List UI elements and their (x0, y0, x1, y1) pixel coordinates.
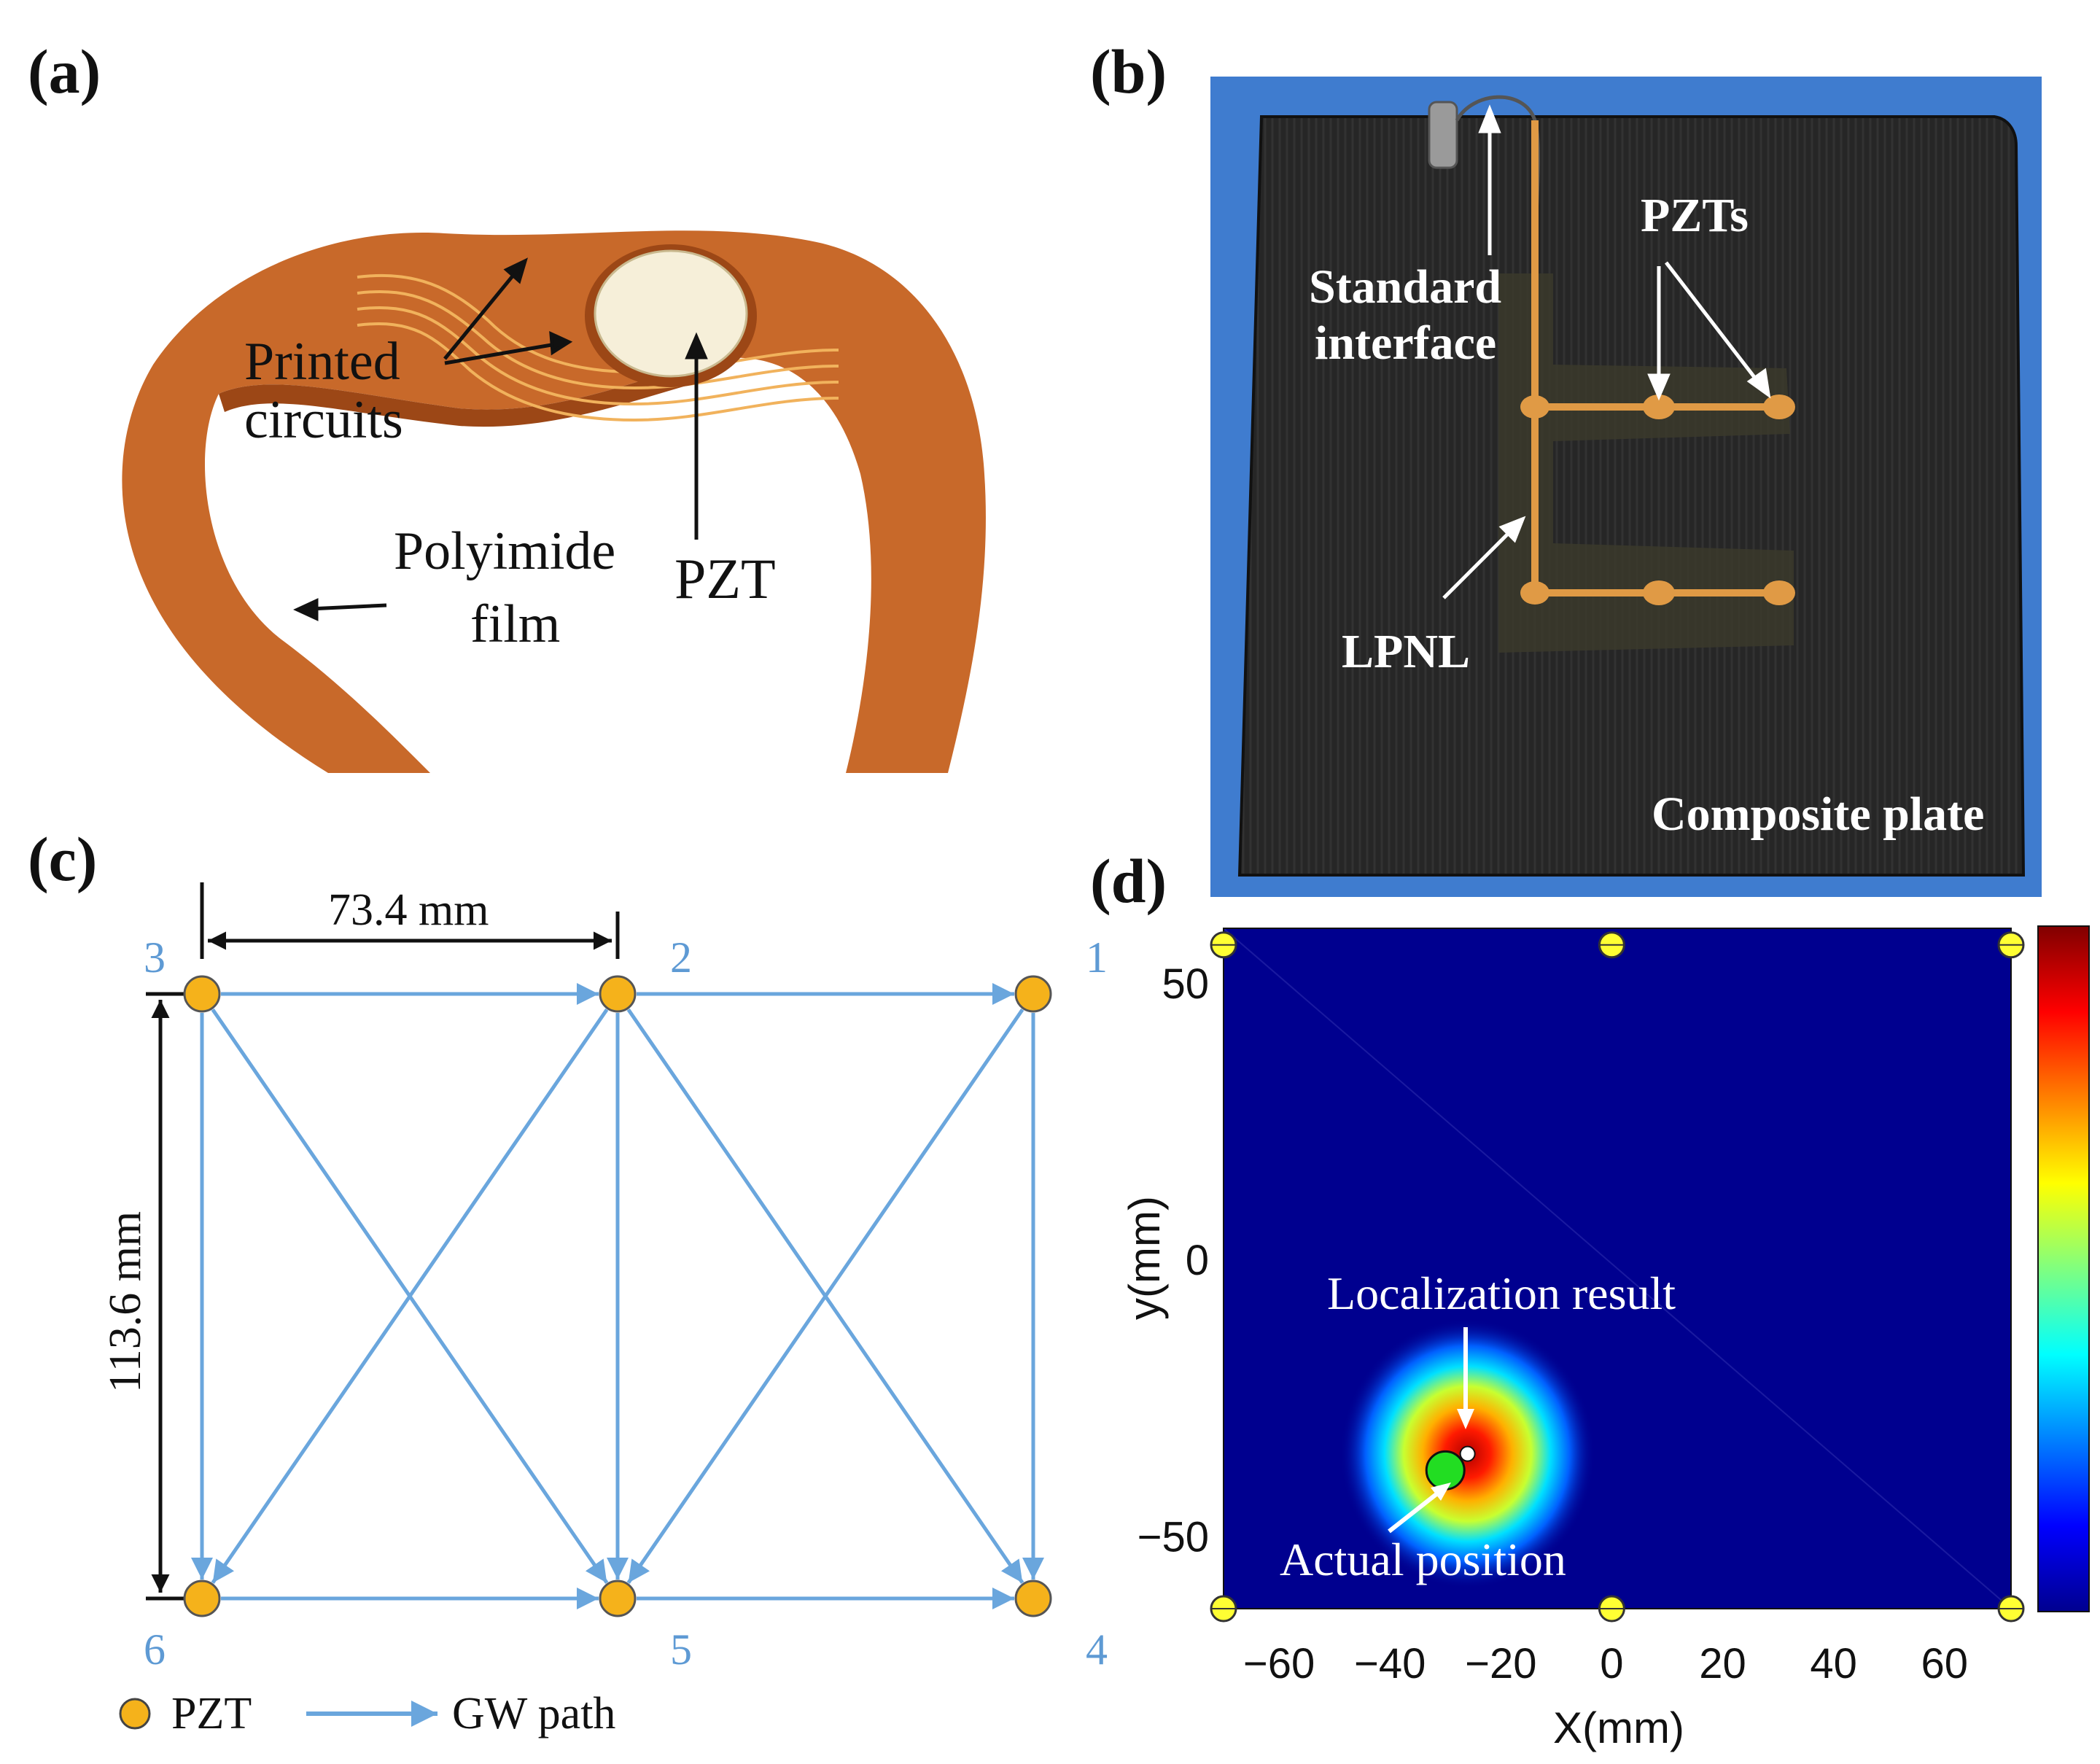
label-composite: Composite plate (1652, 788, 1984, 841)
pzt-disc (594, 249, 748, 378)
x-tick-label: 60 (1921, 1640, 1968, 1687)
legend-c: PZT GW path (119, 1689, 615, 1738)
label-film: film (470, 594, 560, 654)
polyimide-film (122, 230, 986, 773)
film-inner-edge (219, 365, 696, 427)
pzt-node-label-4: 4 (1086, 1625, 1108, 1674)
colorbar (2037, 925, 2090, 1612)
y-ticks: 50 0 −50 (1138, 960, 1209, 1561)
pzt-node-label-6: 6 (144, 1625, 166, 1674)
gw-paths (191, 983, 1044, 1609)
sensor-markers (1210, 931, 2025, 1623)
gw-path-1-5 (626, 1009, 1024, 1584)
connector-body (1428, 101, 1458, 169)
label-localization-result: Localization result (1327, 1267, 1676, 1319)
label-printed: Printed (244, 332, 400, 392)
label-pzt-a: PZT (674, 547, 776, 610)
legend-pzt-marker (119, 1698, 151, 1730)
arrowhead-actual (1431, 1483, 1451, 1501)
label-lpnl: LPNL (1342, 625, 1470, 678)
label-circuits: circuits (244, 390, 403, 450)
composite-plate (1237, 115, 2026, 877)
x-tick-label: −60 (1243, 1640, 1315, 1687)
arrow-actual (1388, 1489, 1442, 1534)
gw-path-2-6 (211, 1009, 609, 1584)
x-tick-label: 20 (1699, 1640, 1746, 1687)
localization-result-marker (1459, 1445, 1476, 1462)
y-tick-label: −50 (1138, 1513, 1209, 1561)
pzt-node-2 (599, 975, 637, 1013)
x-ticks: −60 −40 −20 0 20 40 60 (1243, 1640, 1968, 1687)
panel-d-heatmap: −60 −40 −20 0 20 40 60 50 0 −50 Localization res… (1120, 925, 2090, 1752)
label-polyimide: Polyimide (394, 521, 615, 581)
y-tick-label: 0 (1186, 1237, 1209, 1284)
x-axis-label: X(mm) (1553, 1703, 1684, 1752)
panel-label-c: (c) (28, 824, 98, 894)
pzt-node-5 (599, 1580, 637, 1617)
panel-label-d: (d) (1090, 846, 1167, 916)
pzt-nodes-b (1520, 395, 1795, 605)
x-tick-label: 40 (1810, 1640, 1857, 1687)
actual-position-marker (1425, 1450, 1466, 1491)
arrowhead-localization (1457, 1409, 1474, 1429)
heatmap-diagonal-artifact (1224, 928, 2011, 1609)
pzt-nodes: 1 2 3 4 5 6 (144, 933, 1108, 1674)
panel-label-a: (a) (28, 36, 101, 106)
pzt-node-4 (1014, 1580, 1052, 1617)
dimension-horizontal (200, 882, 620, 959)
panel-label-b: (b) (1090, 36, 1167, 106)
panel-a-arrows (293, 257, 708, 621)
x-tick-label: −40 (1354, 1640, 1426, 1687)
dimension-horizontal-label: 73.4 mm (328, 885, 489, 935)
pzt-node-3 (183, 975, 221, 1013)
pzt-node-label-2: 2 (670, 933, 692, 982)
pzt-node-label-3: 3 (144, 933, 166, 982)
label-standard: Standard (1309, 260, 1501, 314)
legend-path-label: GW path (452, 1689, 615, 1738)
printed-circuit-traces (357, 273, 839, 422)
panel-b-arrows (1442, 104, 1771, 599)
pzt-node-label-1: 1 (1086, 933, 1108, 982)
y-axis-label: y(mm) (1120, 1196, 1169, 1320)
legend-pzt-label: PZT (171, 1689, 252, 1738)
adhesive-patch (1498, 273, 1794, 653)
x-tick-label: 0 (1600, 1640, 1623, 1687)
label-pzts: PZTs (1641, 189, 1749, 242)
pzt-node-6 (183, 1580, 221, 1617)
dimension-vertical-label: 113.6 mm (101, 1211, 150, 1393)
pzt-node-1 (1014, 975, 1052, 1013)
y-tick-label: 50 (1162, 960, 1209, 1008)
label-actual-position: Actual position (1280, 1534, 1566, 1585)
panel-c-network-diagram: 73.4 mm 113.6 mm 1 2 3 4 5 6 PZT GW path (101, 882, 1108, 1738)
pzt-node-label-5: 5 (670, 1625, 692, 1674)
panel-a-photo: Printed circuits Polyimide film PZT (122, 230, 986, 773)
panel-b-photo: Standard interface PZTs LPNL Composite p… (1210, 77, 2042, 897)
dimension-vertical (146, 992, 204, 1601)
x-tick-label: −20 (1465, 1640, 1536, 1687)
label-interface: interface (1315, 316, 1496, 370)
